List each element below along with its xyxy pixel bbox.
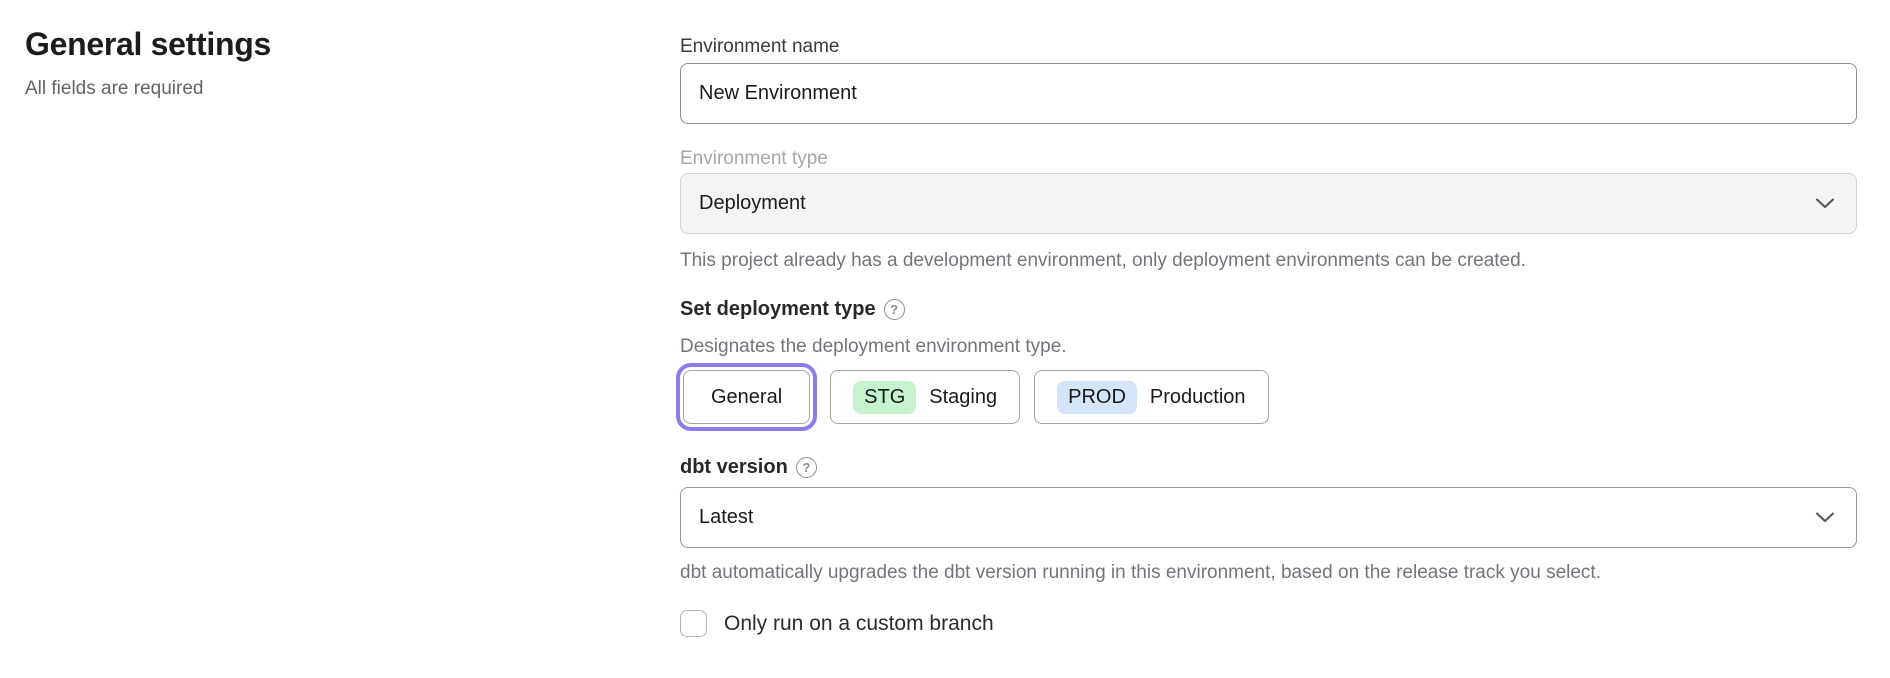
deployment-type-heading: Set deployment type ? — [680, 298, 905, 321]
dbt-version-heading-label: dbt version — [680, 456, 788, 478]
environment-type-helper: This project already has a development e… — [680, 250, 1526, 271]
production-badge: PROD — [1057, 380, 1137, 414]
custom-branch-label: Only run on a custom branch — [724, 611, 994, 635]
environment-name-input[interactable] — [680, 63, 1857, 124]
help-icon[interactable]: ? — [795, 457, 817, 478]
deployment-type-general-label: General — [711, 385, 783, 408]
dbt-version-helper: dbt automatically upgrades the dbt versi… — [680, 562, 1601, 583]
environment-name-label: Environment name — [680, 36, 840, 57]
custom-branch-row: Only run on a custom branch — [680, 610, 994, 637]
staging-badge: STG — [853, 380, 917, 414]
page-subtitle: All fields are required — [25, 78, 204, 99]
deployment-type-description: Designates the deployment environment ty… — [680, 336, 1067, 357]
deployment-type-general-button[interactable]: General — [675, 363, 818, 431]
deployment-type-staging-button[interactable]: STG Staging — [830, 370, 1021, 424]
deployment-type-staging-label: Staging — [929, 385, 998, 408]
deployment-type-heading-label: Set deployment type — [680, 298, 876, 320]
dbt-version-select[interactable]: Latest — [680, 487, 1857, 548]
deployment-type-production-button[interactable]: PROD Production — [1034, 370, 1269, 424]
dbt-version-heading: dbt version ? — [680, 456, 817, 479]
chevron-down-icon — [1816, 512, 1834, 523]
custom-branch-checkbox[interactable] — [680, 610, 707, 637]
help-icon[interactable]: ? — [883, 299, 905, 320]
environment-type-label: Environment type — [680, 148, 828, 169]
chevron-down-icon — [1816, 198, 1834, 209]
page-title: General settings — [25, 26, 271, 62]
deployment-type-production-label: Production — [1149, 385, 1246, 408]
deployment-type-options: General STG Staging PROD Production — [675, 363, 1269, 431]
environment-type-select: Deployment — [680, 173, 1857, 234]
dbt-version-value: Latest — [699, 506, 754, 528]
environment-type-value: Deployment — [699, 192, 806, 214]
